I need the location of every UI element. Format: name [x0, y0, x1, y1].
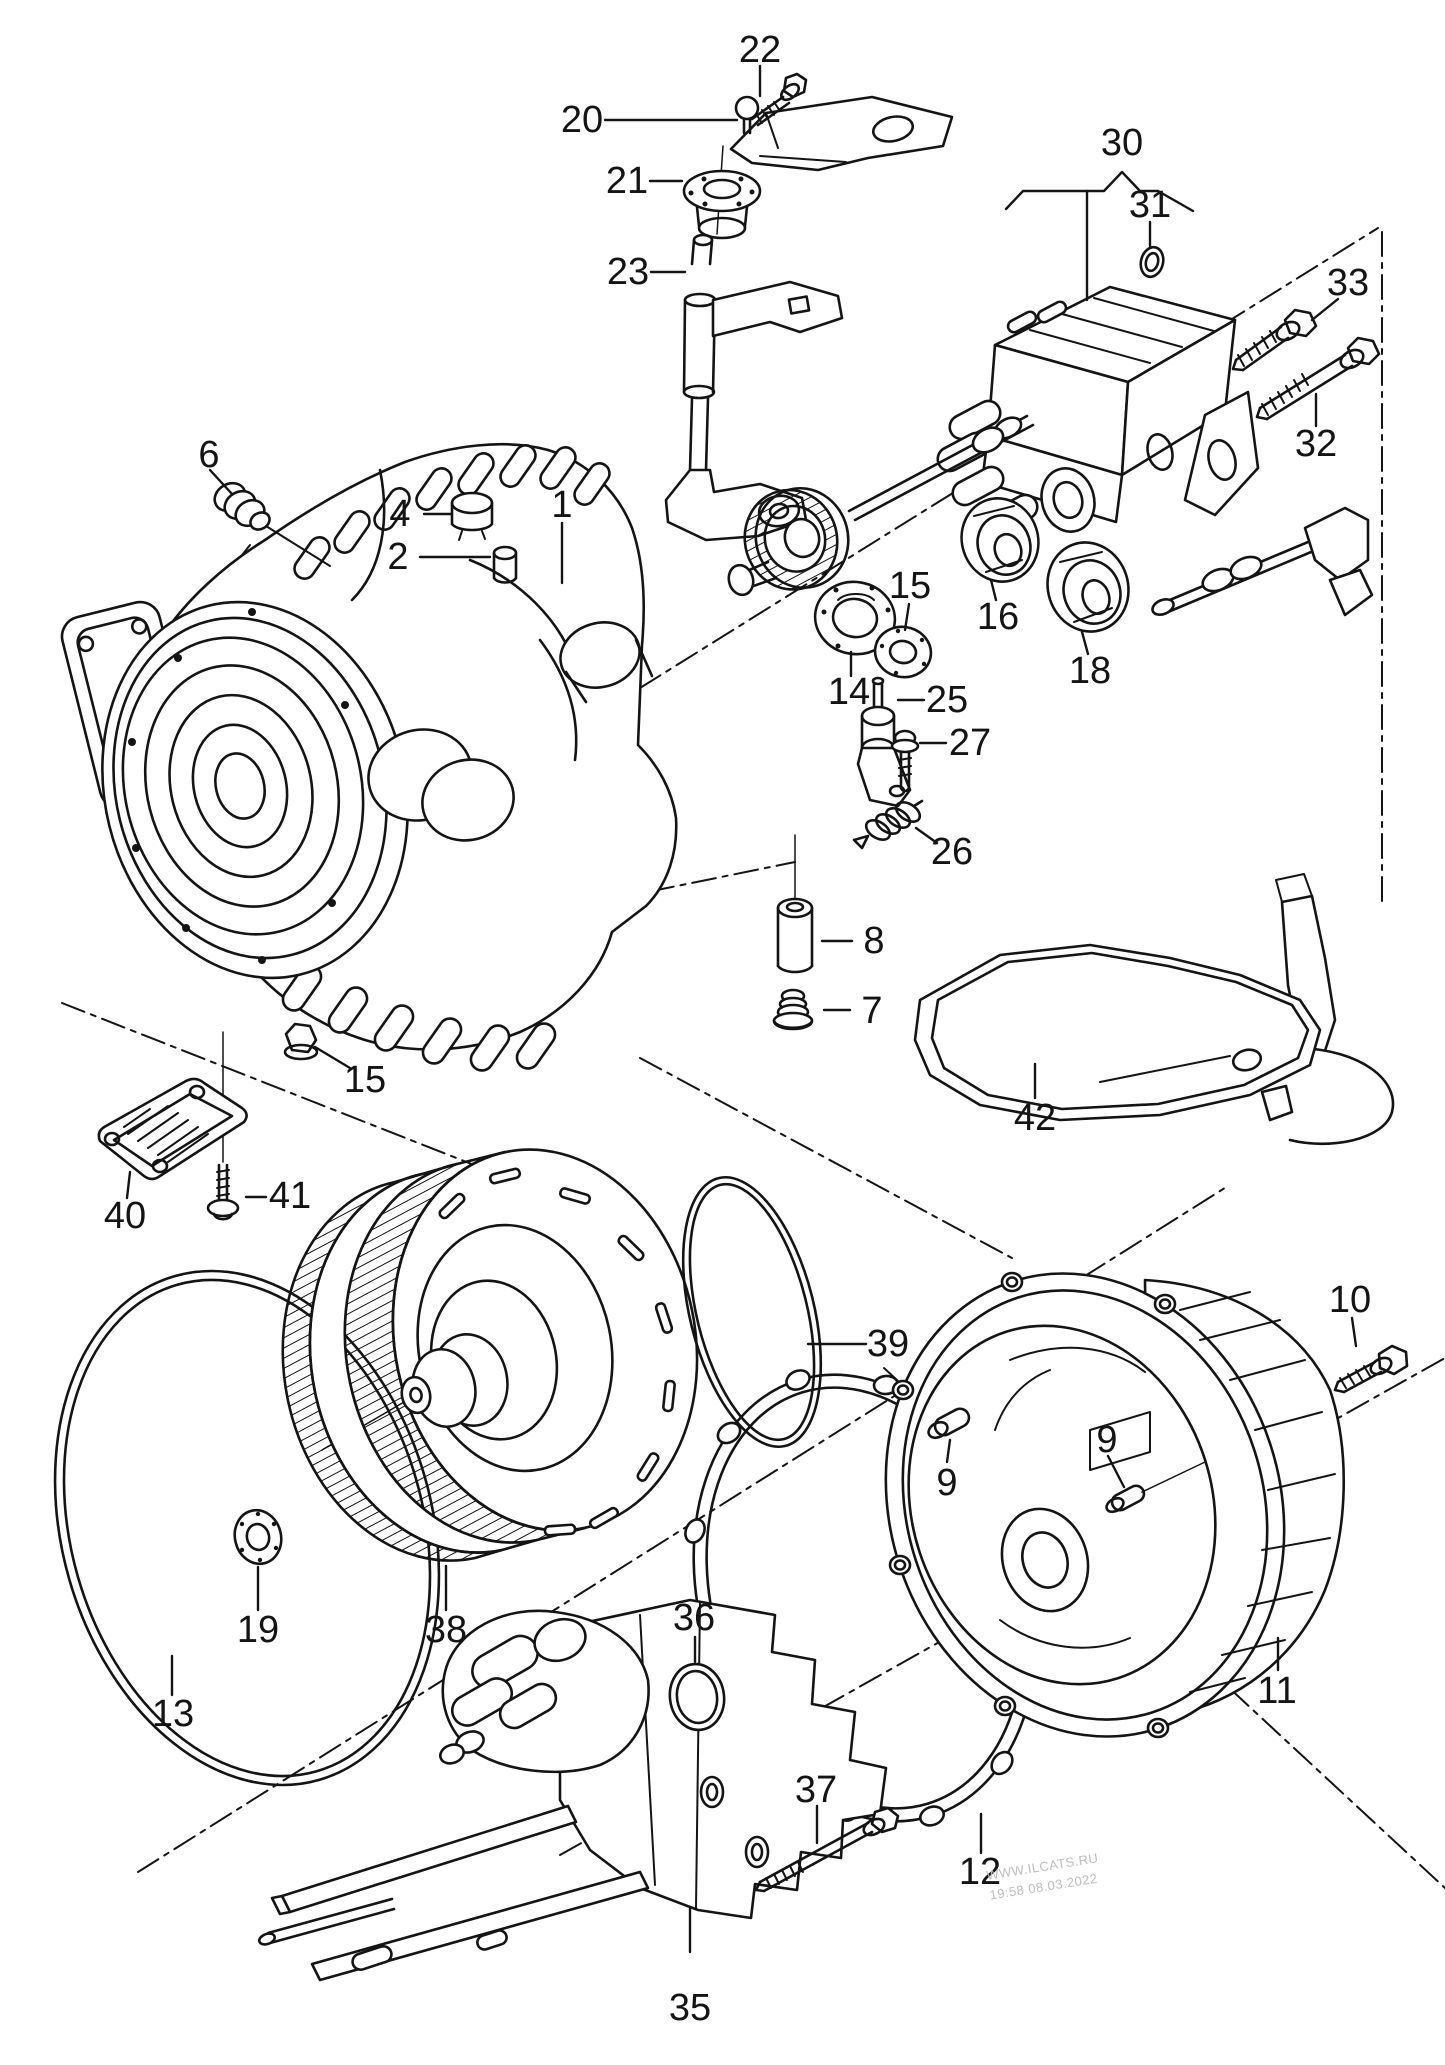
bolt-10: [1333, 1344, 1409, 1394]
torque-converter-38: [281, 1148, 699, 1562]
seal-36: [668, 1662, 726, 1732]
bolt-32: [1255, 336, 1381, 421]
bushing-14: [813, 580, 897, 656]
case-bosses-top: [293, 444, 611, 580]
case-bosses-bottom: [281, 964, 557, 1072]
seal-18: [1046, 541, 1130, 633]
callout-21: 21: [605, 160, 649, 202]
callout-19: 19: [236, 1609, 280, 1651]
callout-14: 14: [827, 671, 871, 713]
callout-37: 37: [794, 1769, 838, 1811]
callout-22: 22: [738, 29, 782, 71]
pin-8: [776, 897, 814, 974]
callout-26: 26: [930, 831, 974, 873]
rear-housing-11: [884, 1271, 1409, 1739]
bushing-15: [873, 625, 933, 679]
callout-18: 18: [1068, 650, 1112, 692]
bolt-37: [754, 1806, 900, 1893]
vent-plate-40: [97, 1077, 248, 1181]
callout-9a: 9: [936, 1462, 958, 1504]
callout-42: 42: [1013, 1097, 1057, 1139]
callout-4: 4: [389, 493, 411, 535]
callout-27: 27: [948, 722, 992, 764]
callout-11: 11: [1257, 1670, 1297, 1712]
plug-6: [213, 481, 331, 567]
callout-15a: 15: [888, 565, 932, 607]
dipstick-tube-group: [664, 72, 954, 542]
screw-41: [206, 1163, 240, 1221]
callout-1: 1: [551, 484, 573, 526]
converter-rim-slots: [438, 1167, 676, 1537]
callout-9b: 9: [1096, 1419, 1118, 1461]
leader-lines: [125, 64, 1358, 1954]
callout-30: 30: [1100, 122, 1144, 164]
callout-8: 8: [863, 920, 885, 962]
callout-38: 38: [424, 1609, 468, 1651]
callout-6: 6: [198, 434, 220, 476]
selector-shaft: [727, 414, 1035, 597]
dowel-pin-9-left: [927, 1407, 971, 1440]
callout-10: 10: [1328, 1279, 1372, 1321]
seal-16: [960, 497, 1040, 583]
bolt-33: [1231, 308, 1318, 372]
callout-16: 16: [976, 596, 1020, 638]
bolt-27: [890, 729, 920, 793]
callout-12: 12: [958, 1851, 1002, 1893]
callout-7: 7: [861, 990, 883, 1032]
bolt-22: [750, 72, 808, 127]
housing-flange-holes: [888, 1271, 1177, 1739]
callout-25: 25: [925, 679, 969, 721]
callout-36: 36: [672, 1597, 716, 1639]
callout-35: 35: [668, 1987, 712, 2029]
callout-39: 39: [866, 1323, 910, 1365]
callout-40: 40: [103, 1195, 147, 1237]
tube-23: [664, 233, 844, 542]
selector-module-35: [257, 1598, 900, 1982]
callout-31: 31: [1128, 184, 1172, 226]
callout-23: 23: [606, 251, 650, 293]
callout-15b: 15: [343, 1059, 387, 1101]
module-rails: [257, 1804, 650, 1982]
nut-15b: [283, 1022, 319, 1061]
cap-21: [682, 169, 762, 240]
seal-ring-31: [1139, 245, 1165, 279]
callout-13: 13: [151, 1693, 195, 1735]
breather-cap-4: [450, 491, 494, 541]
dowel-pin-9-mid: [1105, 1461, 1206, 1514]
o-ring-39: [681, 1175, 823, 1449]
pin-2: [492, 545, 518, 584]
flange-ring-19: [233, 1508, 283, 1566]
detent-rod: [1151, 506, 1374, 617]
callout-32: 32: [1294, 423, 1338, 465]
valve-body-group: [727, 245, 1381, 617]
callout-33: 33: [1326, 262, 1370, 304]
callout-20: 20: [560, 99, 604, 141]
oil-strainer-42: [913, 873, 1395, 1146]
bracket-20: [729, 95, 954, 172]
spring-26: [852, 799, 924, 850]
plug-7: [772, 988, 814, 1031]
callout-41: 41: [268, 1175, 312, 1217]
callout-2: 2: [387, 536, 409, 578]
transmission-case: [101, 442, 678, 1072]
